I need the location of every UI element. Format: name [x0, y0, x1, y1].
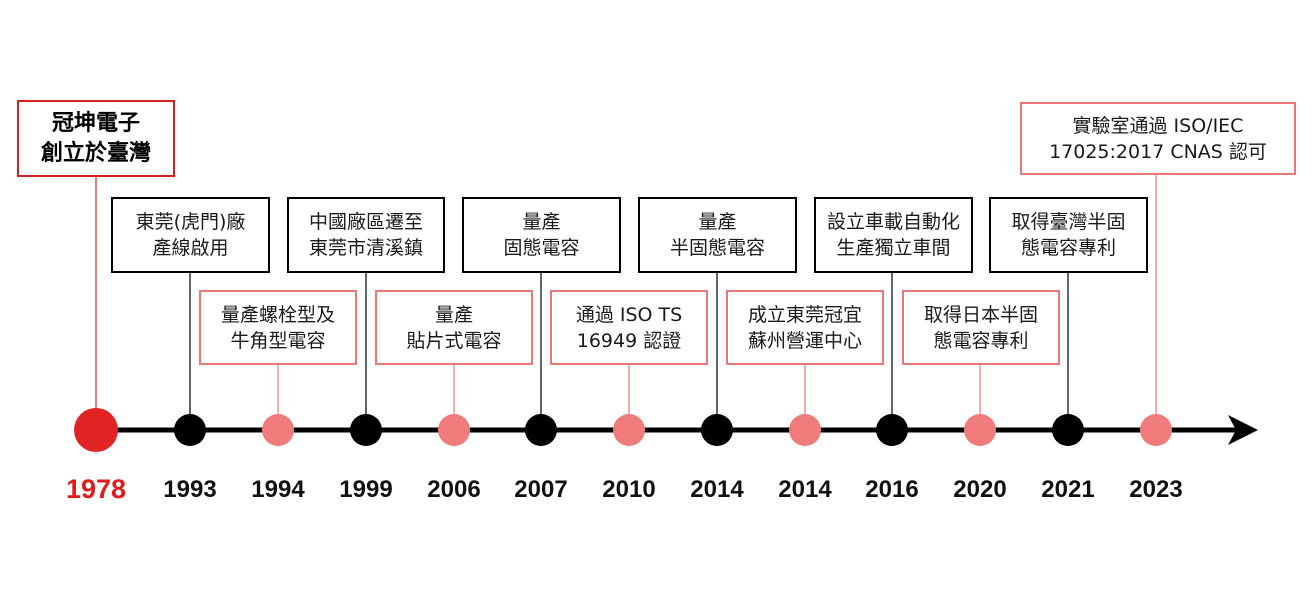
timeline-arrowhead: [1228, 415, 1258, 445]
timeline-dot-6: [613, 414, 645, 446]
year-label-2: 1994: [251, 476, 305, 503]
event-label-6: 通過 ISO TS 16949 認證: [550, 290, 708, 365]
event-label-10: 取得日本半固 態電容專利: [902, 290, 1060, 365]
year-label-5: 2007: [514, 476, 568, 503]
timeline-dot-9: [876, 414, 908, 446]
event-label-7: 量產 半固態電容: [638, 197, 797, 273]
event-label-5: 量產 固態電容: [462, 197, 621, 273]
timeline-dots: [74, 408, 1172, 452]
timeline-dot-11: [1052, 414, 1084, 446]
event-label-3: 中國廠區遷至 東莞市清溪鎮: [287, 197, 445, 273]
timeline-dot-0: [74, 408, 118, 452]
event-label-1: 東莞(虎門)廠 產線啟用: [111, 197, 270, 273]
year-label-11: 2021: [1041, 476, 1095, 503]
event-label-12: 實驗室通過 ISO/IEC 17025:2017 CNAS 認可: [1020, 102, 1296, 175]
year-label-3: 1999: [339, 476, 393, 503]
timeline-dot-1: [174, 414, 206, 446]
year-label-4: 2006: [427, 476, 481, 503]
event-label-11: 取得臺灣半固 態電容專利: [989, 197, 1148, 273]
year-label-12: 2023: [1129, 476, 1183, 503]
timeline-dot-7: [701, 414, 733, 446]
year-label-1: 1993: [163, 476, 217, 503]
event-label-4: 量產 貼片式電容: [375, 290, 533, 365]
connector-lines: [95, 175, 1157, 430]
year-label-10: 2020: [953, 476, 1007, 503]
event-label-0: 冠坤電子 創立於臺灣: [17, 100, 175, 177]
timeline-dot-4: [438, 414, 470, 446]
timeline-dot-5: [525, 414, 557, 446]
year-label-8: 2014: [778, 476, 832, 503]
timeline-dot-3: [350, 414, 382, 446]
event-label-9: 設立車載自動化 生產獨立車間: [814, 197, 973, 273]
timeline-dot-10: [964, 414, 996, 446]
timeline-dot-12: [1140, 414, 1172, 446]
timeline-dot-8: [789, 414, 821, 446]
year-label-6: 2010: [602, 476, 656, 503]
event-label-8: 成立東莞冠宜 蘇州營運中心: [726, 290, 884, 365]
year-label-9: 2016: [865, 476, 919, 503]
event-label-2: 量產螺栓型及 牛角型電容: [199, 290, 357, 365]
timeline-dot-2: [262, 414, 294, 446]
year-label-7: 2014: [690, 476, 744, 503]
year-label-0: 1978: [65, 474, 127, 504]
